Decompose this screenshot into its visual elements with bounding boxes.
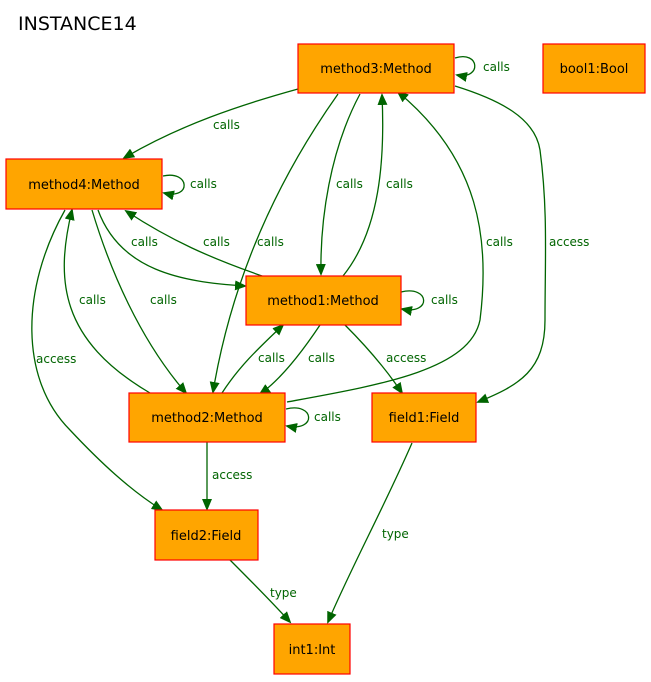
edge-method3-self xyxy=(454,56,476,82)
edge-label: access xyxy=(36,352,76,366)
edge-label: calls xyxy=(150,293,177,307)
node-label: int1:Int xyxy=(289,643,336,658)
edge-label: calls xyxy=(203,235,230,249)
edge-method1-method3 xyxy=(342,93,388,277)
node-field2: field2:Field xyxy=(154,509,259,561)
node-label: field2:Field xyxy=(171,529,242,544)
diagram-title: INSTANCE14 xyxy=(18,13,137,35)
edge-method1-method4 xyxy=(124,209,266,278)
node-method2: method2:Method xyxy=(128,392,286,443)
edge-label: calls xyxy=(336,177,363,191)
edge-label: calls xyxy=(213,118,240,132)
node-bool1: bool1:Bool xyxy=(542,43,646,94)
edge-label: calls xyxy=(257,235,284,249)
edge-method2-self xyxy=(285,407,310,433)
node-label: method2:Method xyxy=(151,411,263,426)
node-method3: method3:Method xyxy=(297,43,455,94)
edge-field1-int1 xyxy=(327,442,413,624)
edge-label: access xyxy=(549,235,589,249)
edge-label: calls xyxy=(79,293,106,307)
edge-label: calls xyxy=(483,60,510,74)
edge-method4-method2 xyxy=(91,209,188,395)
edge-method3-method2 xyxy=(209,93,339,394)
node-label: bool1:Bool xyxy=(560,62,629,77)
edge-method3-method1 xyxy=(315,93,361,276)
node-int1: int1:Int xyxy=(273,623,351,675)
edge-label: type xyxy=(382,527,409,541)
edge-label: access xyxy=(212,468,252,482)
edge-method1-method2 xyxy=(258,324,321,396)
edge-label: calls xyxy=(314,410,341,424)
edge-method2-method4 xyxy=(63,208,151,394)
edge-method4-method1 xyxy=(97,209,247,291)
edge-label: access xyxy=(386,351,426,365)
node-method4: method4:Method xyxy=(5,158,163,210)
edge-method2-method3 xyxy=(286,90,484,403)
edge-method2-method1 xyxy=(221,323,285,394)
edge-method1-field1 xyxy=(344,324,404,395)
edge-method3-method4 xyxy=(122,88,299,160)
edge-label: calls xyxy=(258,351,285,365)
node-label: method1:Method xyxy=(267,294,379,309)
node-label: field1:Field xyxy=(389,411,460,426)
edge-label: calls xyxy=(486,235,513,249)
edge-method1-self xyxy=(400,290,425,316)
edge-label: calls xyxy=(431,293,458,307)
edge-label: calls xyxy=(190,177,217,191)
edge-label: calls xyxy=(386,177,413,191)
edge-method3-field1 xyxy=(454,85,547,403)
node-label: method3:Method xyxy=(320,62,432,77)
node-method1: method1:Method xyxy=(245,275,402,326)
edge-label: type xyxy=(270,586,297,600)
edge-label: calls xyxy=(308,351,335,365)
edge-method4-field2 xyxy=(31,209,164,512)
node-field1: field1:Field xyxy=(371,392,477,443)
edge-field2-int1 xyxy=(229,559,292,624)
edge-label: calls xyxy=(131,235,158,249)
edge-method4-self xyxy=(162,174,185,201)
node-label: method4:Method xyxy=(28,178,140,193)
